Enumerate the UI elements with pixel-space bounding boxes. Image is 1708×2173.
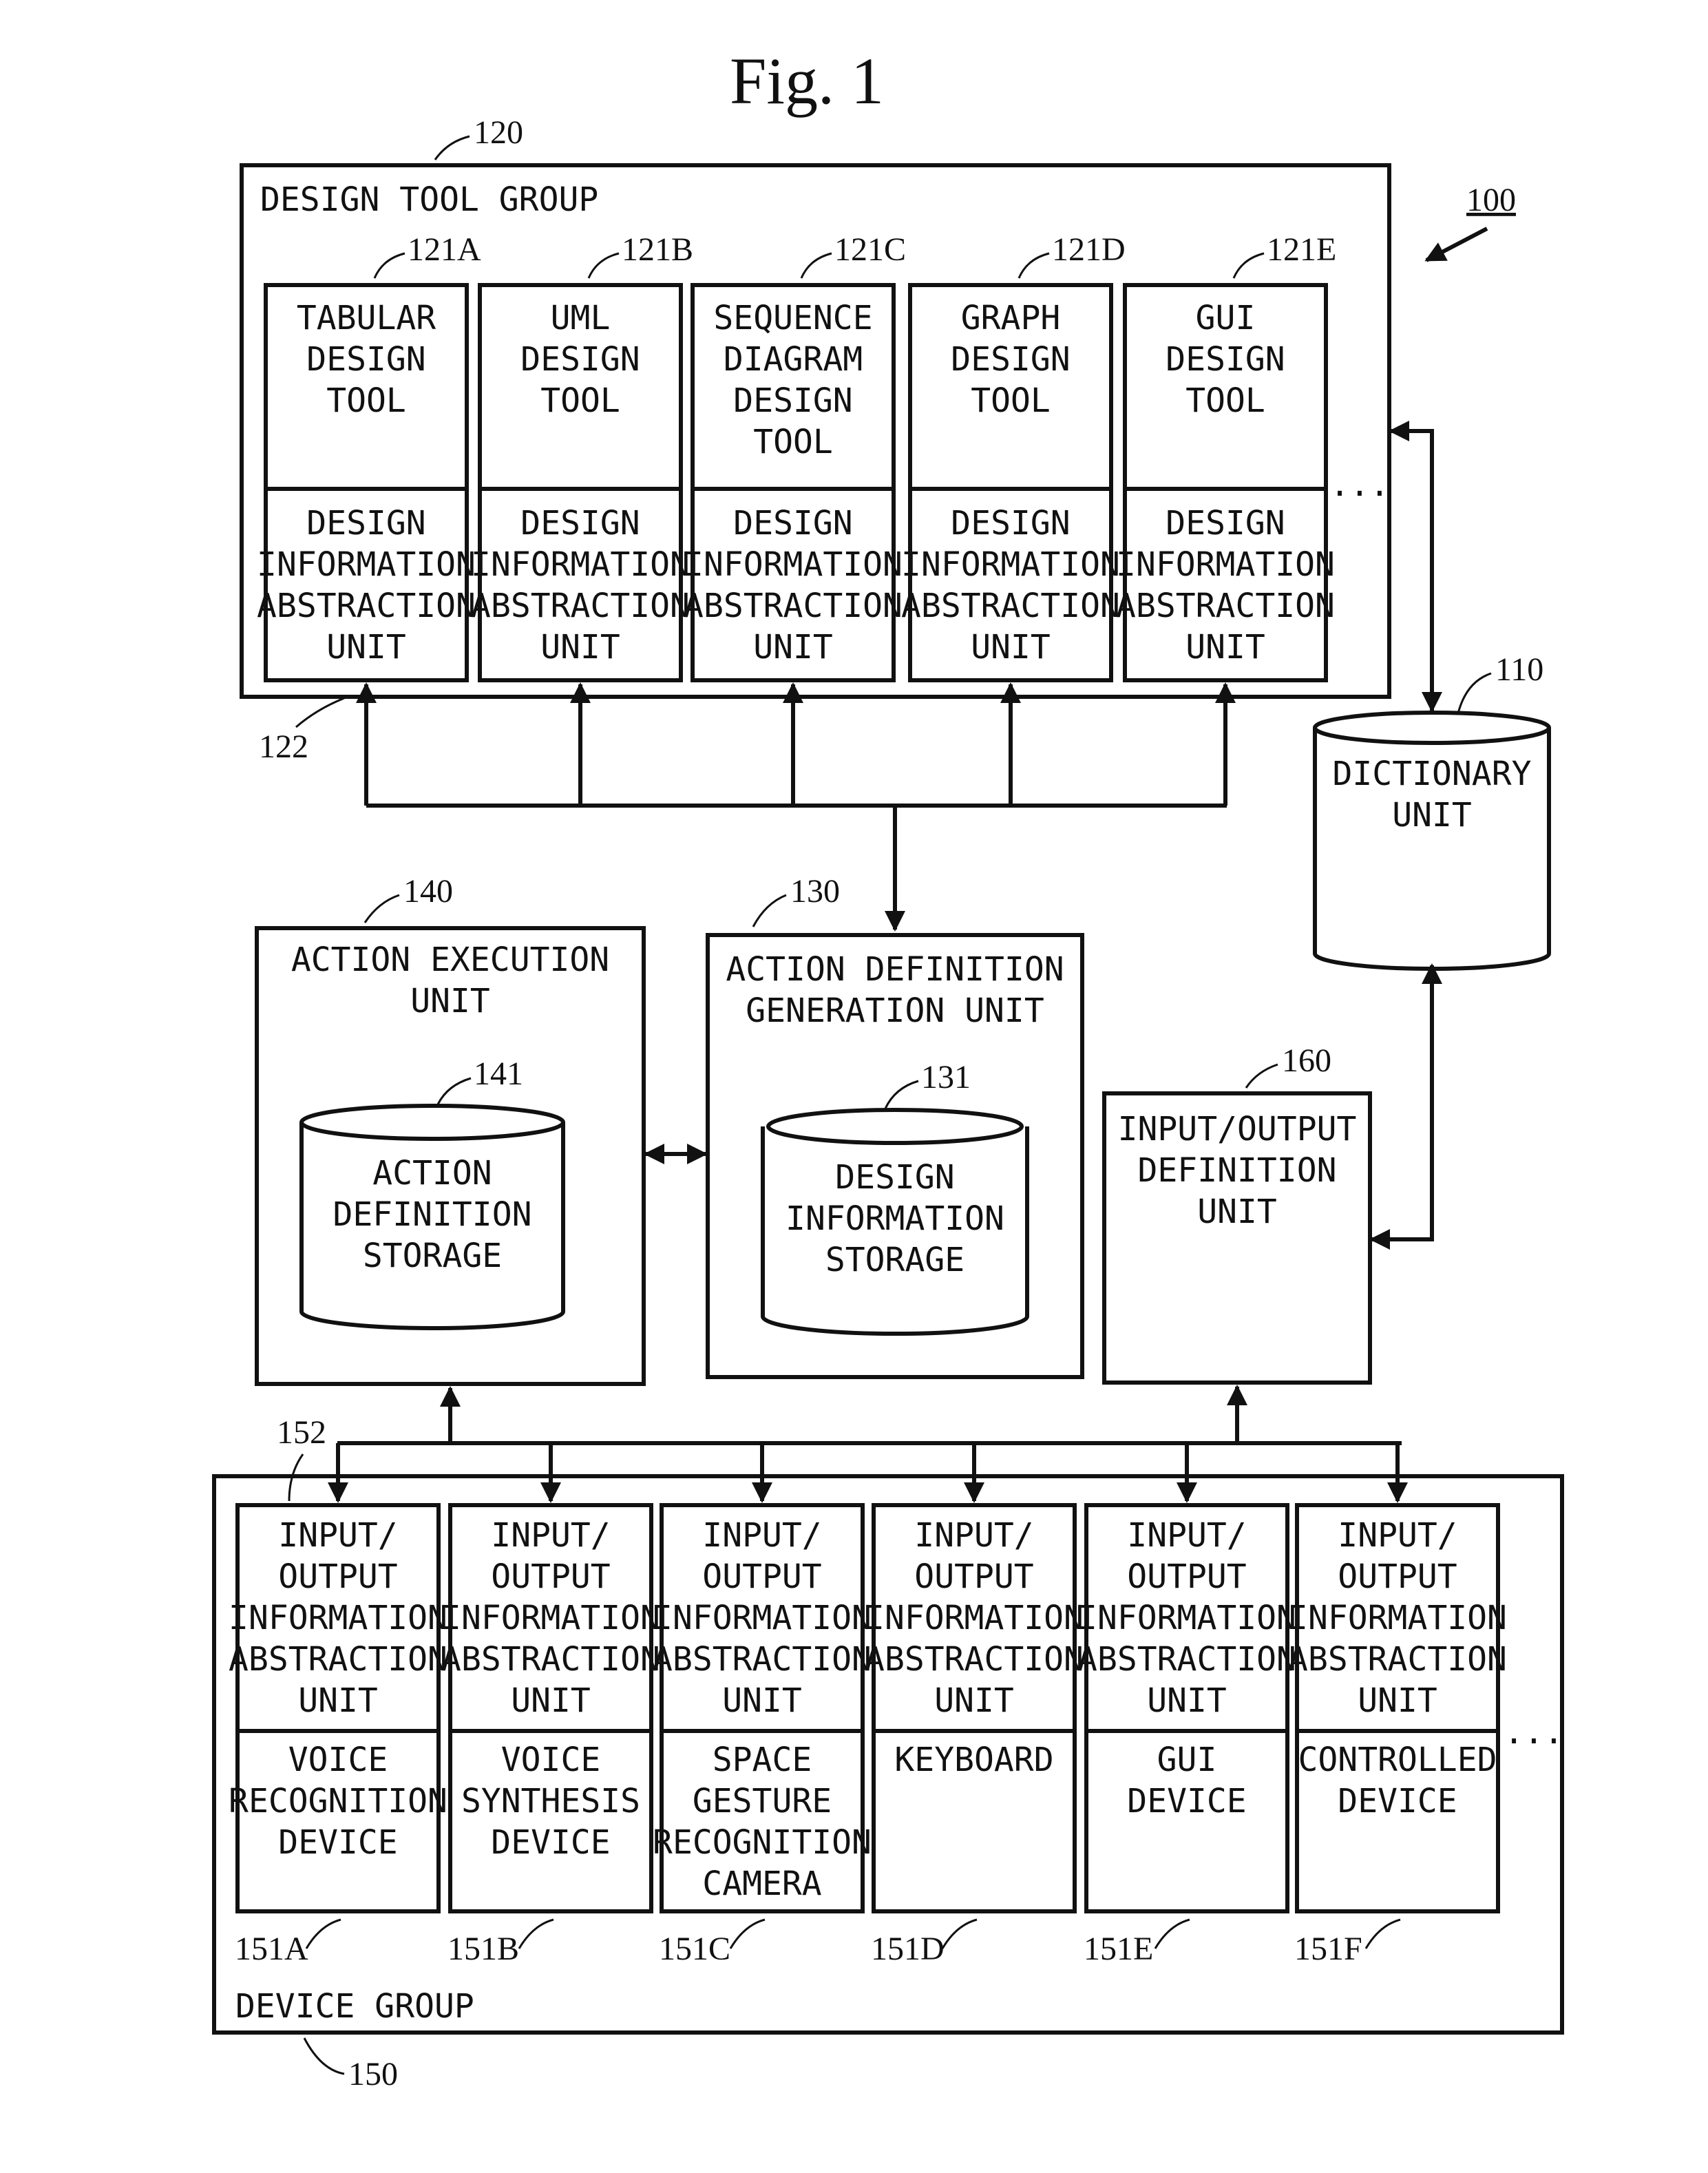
io-definition-unit-ref: 160 (1282, 1042, 1331, 1079)
design-tool-ref-leader (589, 253, 619, 278)
design-tool-ref: 121D (1052, 231, 1126, 268)
device-151c: INPUT/OUTPUTINFORMATIONABSTRACTIONUNITSP… (653, 1505, 872, 1967)
device-group-ellipsis: ... (1504, 1713, 1564, 1752)
action-definition-storage-ref: 141 (474, 1056, 523, 1092)
device-151e: INPUT/OUTPUTINFORMATIONABSTRACTIONUNITGU… (1077, 1505, 1296, 1967)
design-tool-ref-leader (1019, 253, 1049, 278)
action-definition-generation-unit-ref: 130 (790, 873, 840, 910)
device-ref: 151F (1294, 1931, 1362, 1967)
system-ref: 100 (1466, 182, 1516, 218)
device-group-leader (304, 2038, 344, 2074)
design-tool-group-ref: 120 (474, 114, 523, 151)
system-ref-arrow (1426, 229, 1487, 260)
action-execution-unit-leader (365, 895, 399, 923)
design-tool-ref-leader (1234, 253, 1264, 278)
device-ref: 151A (235, 1931, 308, 1967)
design-tool-121b: UMLDESIGNTOOLDESIGNINFORMATIONABSTRACTIO… (471, 231, 693, 680)
design-tool-group-label: DESIGN TOOL GROUP (260, 180, 598, 219)
design-tool-ref: 121A (408, 231, 481, 268)
abstraction-unit-ref-122: 122 (259, 728, 308, 765)
dictionary-to-io-definition-arrow (1371, 965, 1432, 1239)
design-information-storage-cylinder-top (768, 1110, 1022, 1143)
io-definition-unit-leader (1246, 1064, 1278, 1088)
design-tool-121e: GUIDESIGNTOOLDESIGNINFORMATIONABSTRACTIO… (1116, 231, 1336, 680)
abstraction-unit-ref-152: 152 (277, 1414, 326, 1451)
design-tool-group: DESIGN TOOL GROUP 120 ... 122 TABULARDES… (242, 114, 1389, 765)
design-tool-group-leader (435, 136, 470, 160)
device-ref-leader (519, 1920, 553, 1949)
design-tool-ref: 121C (834, 231, 906, 268)
action-definition-generation-unit: ACTION DEFINITIONGENERATION UNIT 130 DES… (708, 873, 1082, 1377)
device-ref: 151C (659, 1931, 730, 1967)
figure-title: Fig. 1 (730, 44, 884, 118)
device-name: KEYBOARD (894, 1741, 1053, 1779)
device-ref: 151D (871, 1931, 945, 1967)
device-group: DEVICE GROUP 150 152 ... INPUT/OUTPUTINF… (214, 1414, 1563, 2092)
device-ref: 151E (1084, 1931, 1153, 1967)
device-group-label: DEVICE GROUP (235, 1987, 474, 2026)
device-ref: 151B (447, 1931, 519, 1967)
io-definition-unit: INPUT/OUTPUTDEFINITIONUNIT 160 (1104, 1042, 1370, 1383)
device-bus (337, 1387, 1402, 1501)
device-151b: INPUT/OUTPUTINFORMATIONABSTRACTIONUNITVO… (441, 1505, 660, 1967)
action-definition-storage-cylinder-top (302, 1106, 563, 1139)
device-151f: INPUT/OUTPUTINFORMATIONABSTRACTIONUNITCO… (1288, 1505, 1507, 1967)
design-information-storage-ref: 131 (921, 1059, 971, 1095)
design-tool-ref: 121B (622, 231, 693, 268)
design-tool-121d: GRAPHDESIGNTOOLDESIGNINFORMATIONABSTRACT… (901, 231, 1126, 680)
device-ref-leader (1366, 1920, 1400, 1949)
device-ref-leader (306, 1920, 341, 1949)
device-151d: INPUT/OUTPUTINFORMATIONABSTRACTIONUNITKE… (865, 1505, 1084, 1967)
device-ref-leader (1155, 1920, 1190, 1949)
device-ref-leader (942, 1920, 977, 1949)
dictionary-unit-cylinder-top (1315, 713, 1549, 743)
action-execution-unit-ref: 140 (403, 873, 453, 910)
design-tool-ref-leader (375, 253, 405, 278)
design-tool-ref-leader (801, 253, 832, 278)
device-group-ref: 150 (348, 2056, 398, 2092)
design-tool-ref: 121E (1267, 231, 1336, 268)
dictionary-to-design-tool-arrow (1391, 431, 1432, 711)
device-ref-leader (730, 1920, 765, 1949)
design-tool-group-ellipsis: ... (1330, 465, 1390, 504)
dictionary-unit-ref: 110 (1495, 651, 1543, 688)
design-tool-121c: SEQUENCEDIAGRAMDESIGNTOOLDESIGNINFORMATI… (684, 231, 906, 680)
dictionary-unit-leader (1458, 673, 1491, 713)
design-tool-121a: TABULARDESIGNTOOLDESIGNINFORMATIONABSTRA… (257, 231, 481, 680)
abstraction-unit-ref-122-leader (296, 698, 344, 727)
action-definition-generation-unit-leader (753, 895, 786, 927)
device-151a: INPUT/OUTPUTINFORMATIONABSTRACTIONUNITVO… (229, 1505, 447, 1967)
action-execution-unit: ACTION EXECUTIONUNIT 140 ACTIONDEFINITIO… (257, 873, 644, 1384)
